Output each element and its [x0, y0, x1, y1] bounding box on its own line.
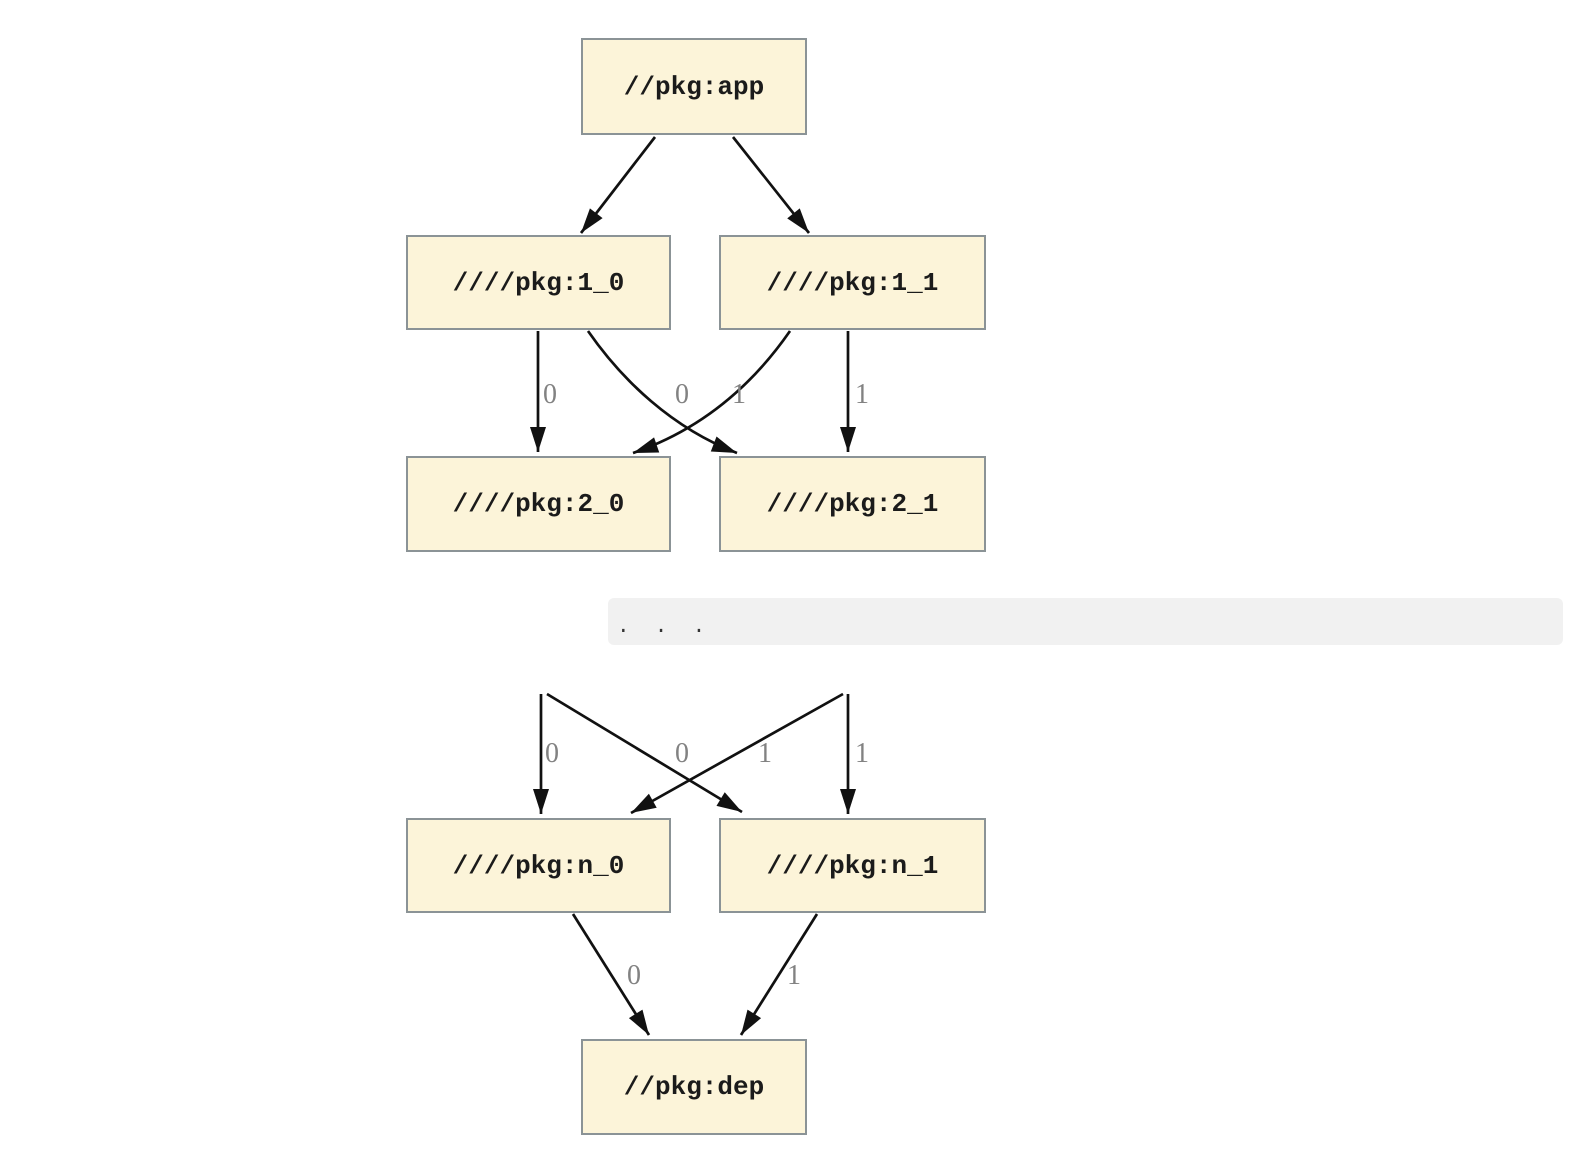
- edge-label: 1: [855, 379, 869, 410]
- edge-ellipsis-to-n_1-diagonal: [546, 692, 743, 814]
- edge-label: 0: [675, 379, 689, 410]
- node-pkg-2_1-label: ////pkg:2_1: [766, 489, 939, 519]
- node-pkg-1_0: ////pkg:1_0: [406, 235, 671, 330]
- ellipsis-text: . . .: [617, 616, 706, 639]
- edge-label: 1: [758, 738, 772, 769]
- node-pkg-2_0: ////pkg:2_0: [406, 456, 671, 552]
- node-pkg-n_1: ////pkg:n_1: [719, 818, 986, 913]
- node-pkg-1_0-label: ////pkg:1_0: [452, 267, 625, 298]
- node-pkg-n_0-label: ////pkg:n_0: [452, 850, 625, 881]
- node-pkg-1_1: ////pkg:1_1: [719, 235, 986, 330]
- edge-1_0-to-2_1: [586, 330, 738, 455]
- edge-label: 0: [675, 738, 689, 769]
- edge-label: 1: [787, 960, 801, 991]
- edge-n_1-to-dep: [739, 913, 819, 1036]
- edge-n_0-to-dep: [571, 913, 651, 1036]
- edge-app-to-1_1: [731, 136, 811, 234]
- node-pkg-dep: //pkg:dep: [581, 1039, 807, 1135]
- node-pkg-n_0: ////pkg:n_0: [406, 818, 671, 913]
- edge-label: 0: [627, 960, 641, 991]
- edge-label: 1: [855, 738, 869, 769]
- node-pkg-dep-label: //pkg:dep: [623, 1072, 765, 1102]
- edge-label: 0: [543, 379, 557, 410]
- edge-label: 1: [732, 379, 746, 410]
- edge-app-to-1_0: [579, 136, 657, 234]
- node-pkg-2_1: ////pkg:2_1: [719, 456, 986, 552]
- edge-ellipsis-to-n_0-diagonal: [630, 692, 844, 815]
- node-pkg-1_1-label: ////pkg:1_1: [766, 267, 939, 298]
- ellipsis-code-block: . . .: [608, 598, 1563, 645]
- node-pkg-app: //pkg:app: [581, 38, 807, 135]
- edge-label: 0: [545, 738, 559, 769]
- node-pkg-n_1-label: ////pkg:n_1: [766, 850, 939, 881]
- edge-1_1-to-2_0: [632, 330, 792, 455]
- node-pkg-2_0-label: ////pkg:2_0: [452, 489, 625, 519]
- node-pkg-app-label: //pkg:app: [623, 71, 765, 102]
